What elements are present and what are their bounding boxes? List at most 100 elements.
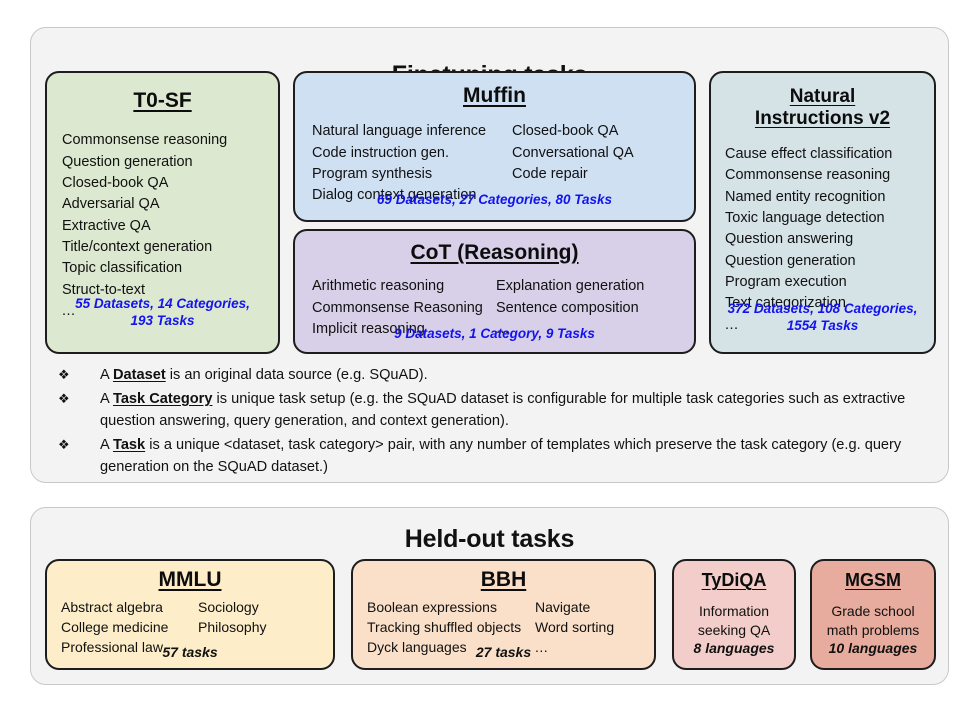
task-list-column-right: Sociology Philosophy ... (198, 598, 267, 658)
task-list-mgsm: Grade school math problems (812, 602, 934, 641)
dataset-stats-natural-instructions-v2: 372 Datasets, 108 Categories,1554 Tasks (727, 301, 918, 334)
benchmark-stats-mmlu: 57 tasks (162, 643, 218, 660)
task-item: Question generation (725, 252, 856, 269)
task-item: seeking QA (697, 622, 771, 639)
task-item: Commonsense reasoning (725, 167, 891, 184)
task-list-natural-instructions-v2: Cause effect classification Commonsense … (725, 144, 934, 336)
task-item: Navigate (535, 599, 591, 616)
dataset-box-muffin: Muffin Natural language inference Code i… (293, 71, 696, 222)
task-item-ellipsis: ... (496, 320, 510, 337)
task-item: Explanation generation (496, 278, 645, 295)
box-title-muffin: Muffin (463, 84, 526, 107)
task-item: Tracking shuffled objects (367, 619, 522, 636)
definition-bullet-list: ❖ A Dataset is an original data source (… (58, 365, 920, 480)
bullet-text: A Task Category is unique task setup (e.… (100, 390, 906, 429)
benchmark-box-mmlu: MMLU Abstract algebra College medicine P… (45, 559, 335, 670)
bullet-text: A Dataset is an original data source (e.… (100, 367, 428, 383)
benchmark-stats-tydiqa: 8 languages (693, 639, 775, 656)
task-item: Topic classification (62, 260, 183, 277)
task-item: Struct-to-text (62, 281, 145, 298)
task-item: Philosophy (198, 619, 267, 636)
task-list-mmlu: Abstract algebra College medicine Profes… (61, 598, 333, 658)
task-item-ellipsis: ... (512, 187, 526, 204)
diamond-bullet-icon: ❖ (58, 436, 70, 452)
task-list-column: Cause effect classification Commonsense … (725, 144, 934, 336)
task-item: College medicine (61, 619, 169, 636)
task-item: Information (698, 602, 770, 619)
task-list-column-left: Boolean expressions Tracking shuffled ob… (367, 598, 535, 658)
task-item: Arithmetic reasoning (312, 278, 445, 295)
task-item: Dyck languages (367, 639, 467, 656)
held-out-panel-title: Held-out tasks (404, 525, 575, 553)
dataset-box-cot: CoT (Reasoning) Arithmetic reasoning Com… (293, 229, 696, 354)
task-item: Natural language inference (312, 123, 487, 140)
box-title-line-2: Instructions v2 (754, 108, 891, 130)
task-list-bbh: Boolean expressions Tracking shuffled ob… (367, 598, 654, 658)
box-title-t0sf: T0-SF (133, 89, 192, 112)
task-item: Abstract algebra (61, 599, 163, 616)
task-item: math problems (826, 622, 920, 639)
task-item: Commonsense reasoning (62, 132, 228, 149)
task-list-cot: Arithmetic reasoning Commonsense Reasoni… (312, 276, 694, 340)
task-item: Sentence composition (496, 299, 639, 316)
task-item-ellipsis: ... (198, 639, 212, 656)
task-item: Program execution (725, 273, 847, 290)
dataset-box-t0sf: T0-SF Commonsense reasoning Question gen… (45, 71, 280, 354)
task-item: Code repair (512, 165, 588, 182)
task-list-column-right: Explanation generation Sentence composit… (496, 276, 644, 340)
benchmark-box-tydiqa: TyDiQA Information seeking QA 8 language… (672, 559, 796, 670)
task-list-t0sf: Commonsense reasoning Question generatio… (62, 130, 278, 322)
box-title-mgsm: MGSM (845, 570, 901, 590)
task-item: Code instruction gen. (312, 144, 450, 161)
box-title-cot: CoT (Reasoning) (410, 241, 579, 264)
task-list-column-left: Natural language inference Code instruct… (312, 121, 512, 206)
bullet-item-dataset: ❖ A Dataset is an original data source (… (58, 365, 920, 387)
task-item: Conversational QA (512, 144, 634, 161)
dataset-stats-t0sf: 55 Datasets, 14 Categories,193 Tasks (75, 296, 250, 329)
task-item: Implicit reasoning (312, 320, 425, 337)
task-item: Sociology (198, 599, 259, 616)
diamond-bullet-icon: ❖ (58, 367, 70, 382)
task-item: Grade school (831, 602, 915, 619)
task-item: Boolean expressions (367, 599, 497, 616)
dataset-stats-cot: 9 Datasets, 1 Category, 9 Tasks (394, 326, 595, 342)
dataset-stats-muffin: 69 Datasets, 27 Categories, 80 Tasks (376, 192, 613, 208)
task-item: Commonsense Reasoning (312, 299, 483, 316)
task-list-tydiqa: Information seeking QA (674, 602, 794, 641)
benchmark-stats-bbh: 27 tasks (475, 643, 532, 660)
box-title-natural-instructions-v2: Natural Instructions v2 (711, 86, 934, 130)
task-item: Extractive QA (62, 217, 151, 234)
bullet-item-task-category: ❖ A Task Category is unique task setup (… (58, 389, 920, 433)
task-item: Question generation (62, 153, 193, 170)
task-item: Title/context generation (62, 238, 213, 255)
task-item-ellipsis: ... (62, 302, 76, 319)
task-item: Dialog context generation (312, 187, 477, 204)
dataset-box-natural-instructions-v2: Natural Instructions v2 Cause effect cla… (709, 71, 936, 354)
task-item-ellipsis: ... (535, 639, 549, 656)
box-title-tydiqa: TyDiQA (701, 570, 767, 590)
bullet-item-task: ❖ A Task is a unique <dataset, task cate… (58, 435, 920, 479)
task-item: Closed-book QA (62, 174, 169, 191)
task-item: Professional law (61, 639, 163, 656)
task-item: Adversarial QA (62, 196, 160, 213)
box-title-mmlu: MMLU (158, 568, 222, 591)
bullet-text: A Task is a unique <dataset, task catego… (100, 436, 902, 475)
task-item: Named entity recognition (725, 188, 886, 205)
task-list-column-left: Abstract algebra College medicine Profes… (61, 598, 198, 658)
box-title-bbh: BBH (480, 568, 527, 591)
benchmark-box-mgsm: MGSM Grade school math problems 10 langu… (810, 559, 936, 670)
task-list-column-right: Navigate Word sorting ... (535, 598, 614, 658)
task-item: Text categorization (725, 295, 846, 312)
task-item: Cause effect classification (725, 146, 893, 163)
benchmark-box-bbh: BBH Boolean expressions Tracking shuffle… (351, 559, 656, 670)
benchmark-stats-mgsm: 10 languages (828, 639, 918, 656)
task-item: Word sorting (535, 619, 615, 636)
box-title-line-1: Natural (789, 86, 856, 107)
task-list-column-right: Closed-book QA Conversational QA Code re… (512, 121, 634, 206)
task-item: Program synthesis (312, 165, 433, 182)
task-item: Question answering (725, 231, 854, 248)
task-item: Closed-book QA (512, 123, 619, 140)
diamond-bullet-icon: ❖ (58, 390, 70, 406)
task-item-ellipsis: ... (725, 316, 739, 333)
